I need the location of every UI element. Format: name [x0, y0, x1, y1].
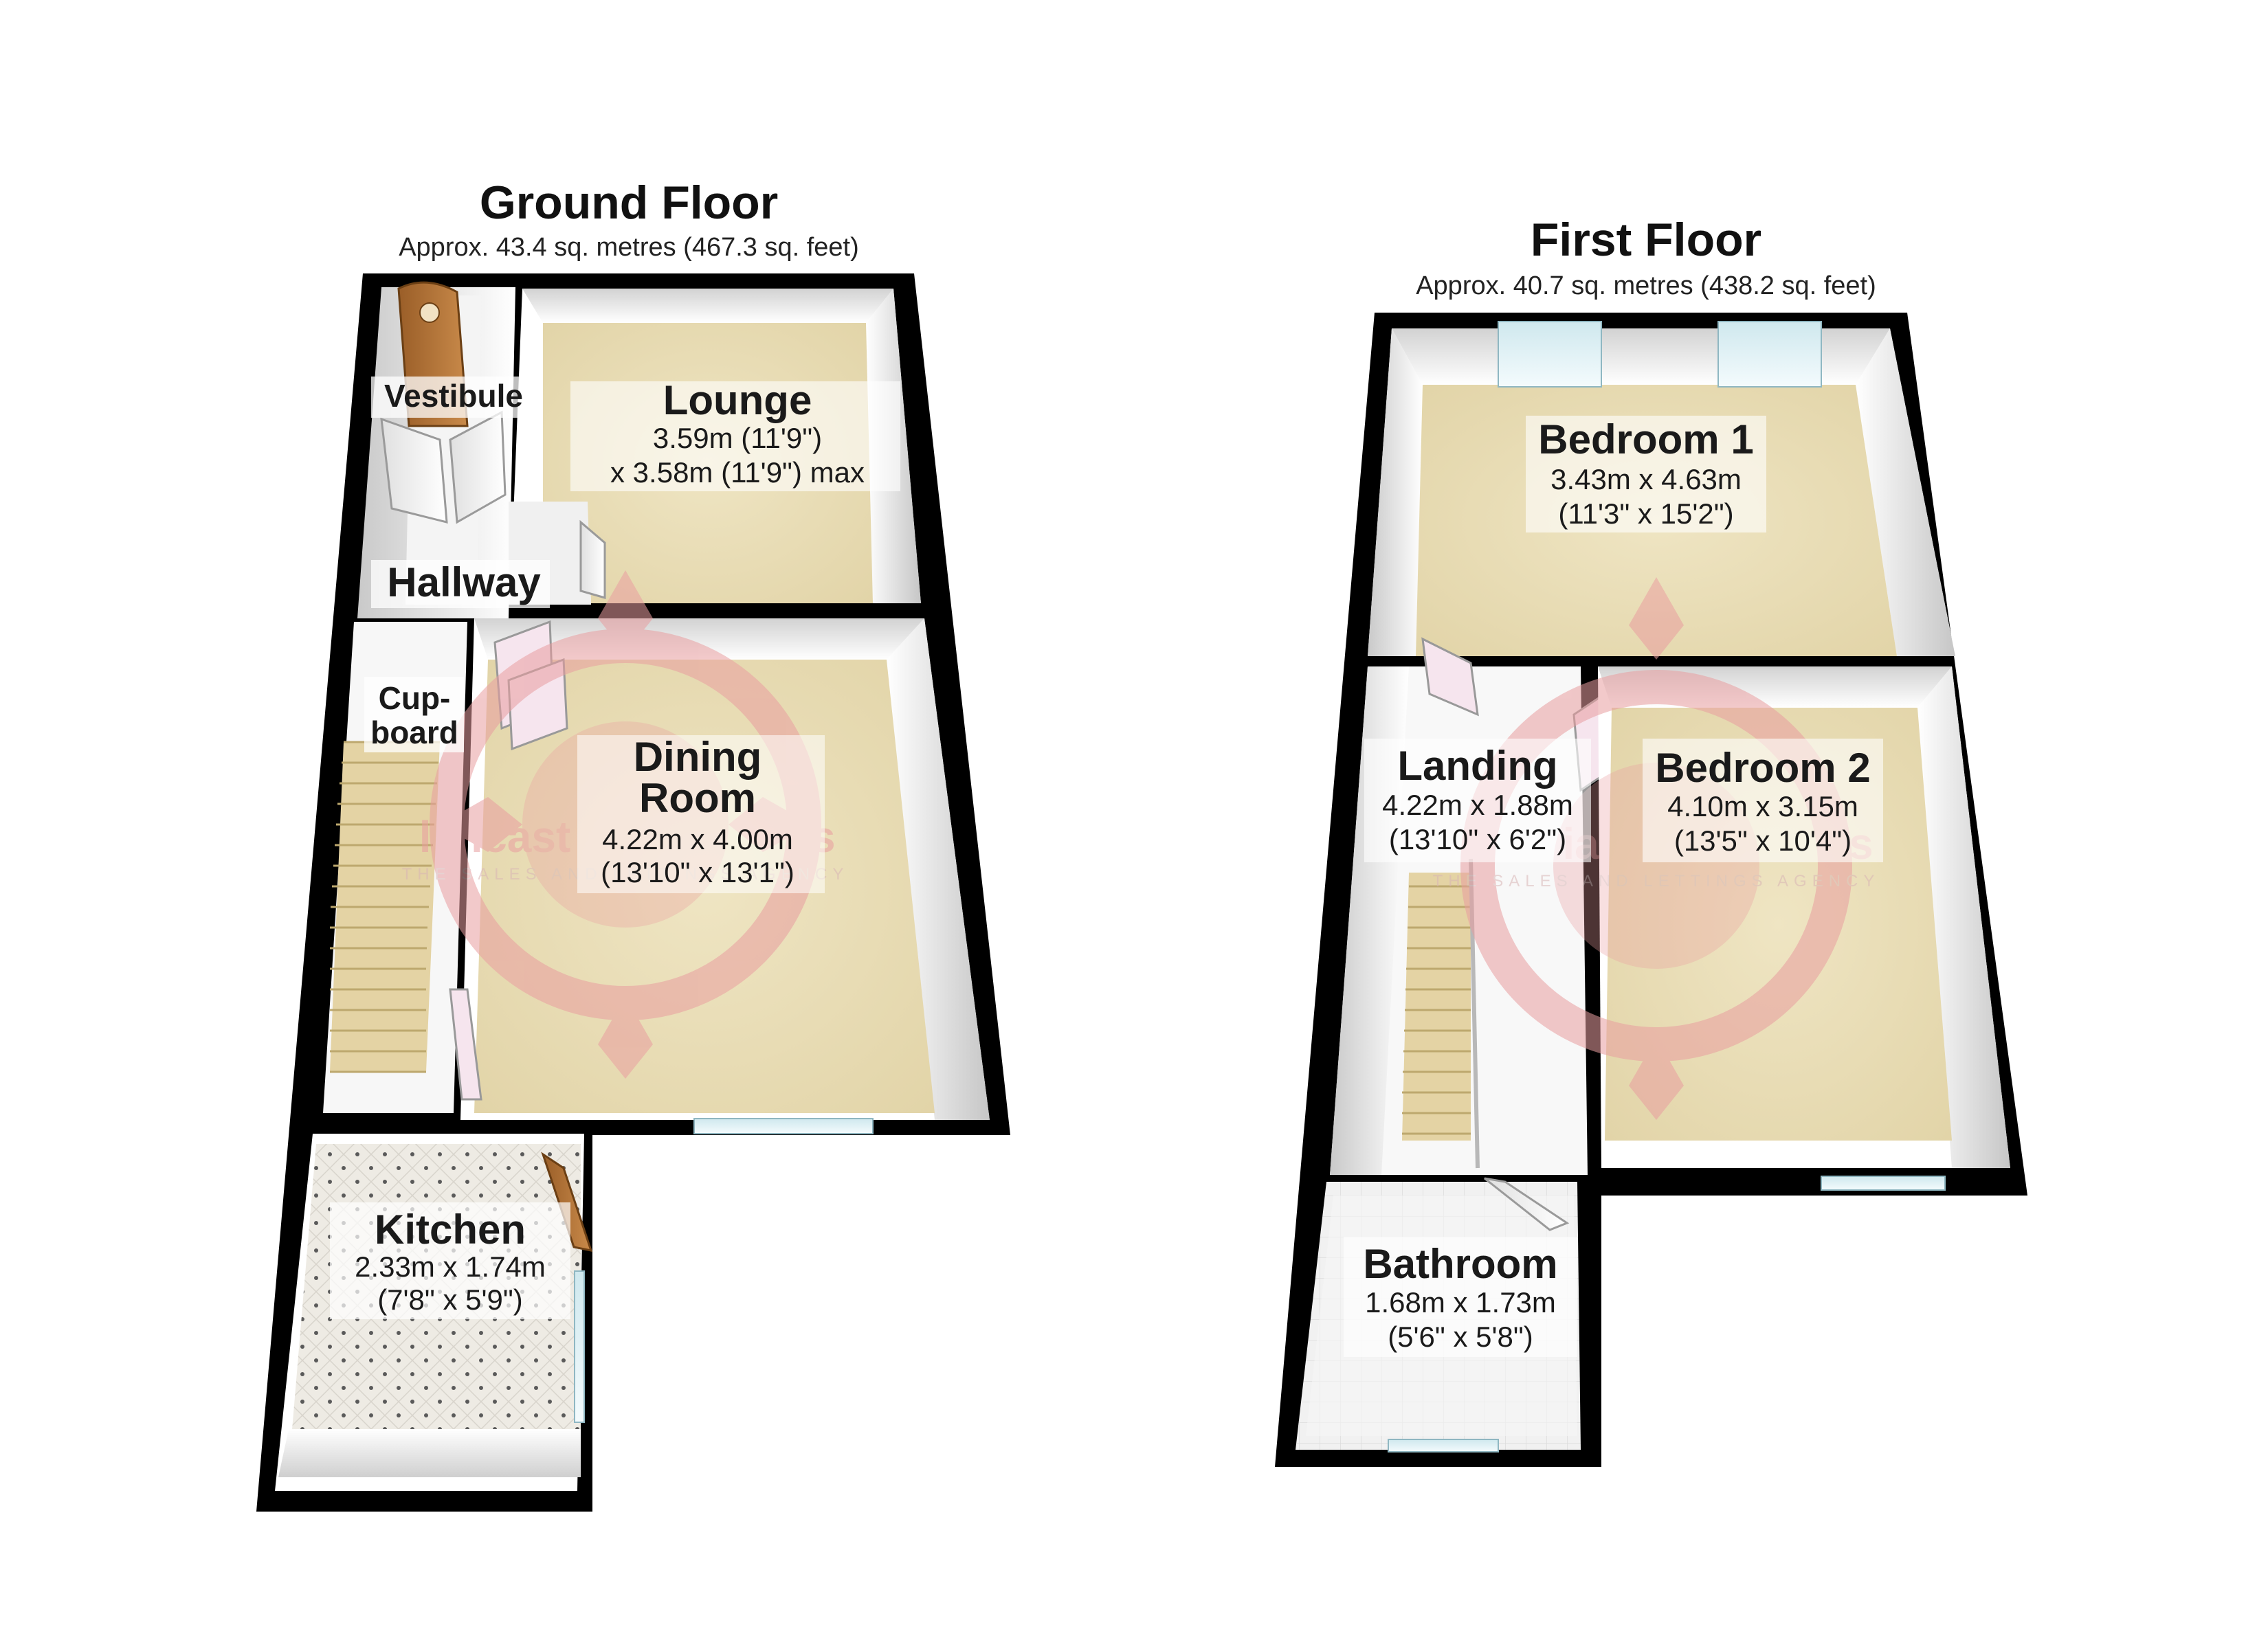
ground-floor-title: Ground Floor [480, 177, 778, 229]
bathroom-dim-2: (5'6" x 5'8") [1388, 1321, 1533, 1353]
bedroom-1-dim-1: 3.43m x 4.63m [1550, 463, 1742, 495]
landing-dim-1: 4.22m x 1.88m [1382, 789, 1573, 821]
bedroom-2-label: Bedroom 2 [1655, 745, 1870, 791]
dining-room-label-line-2: Room [639, 775, 756, 821]
dining-room-dim-1: 4.22m x 4.00m [602, 823, 793, 855]
dining-room-dim-2: (13'10" x 13'1") [601, 856, 794, 888]
first-floor-area: Approx. 40.7 sq. metres (438.2 sq. feet) [1416, 271, 1876, 300]
bedroom-1-door [1421, 637, 1479, 717]
bedroom-2-window [1821, 1176, 1946, 1191]
cupboard-label-line-1: Cup- [379, 680, 451, 716]
vestibule-hallway-area [357, 281, 515, 618]
bathroom-label: Bathroom [1363, 1241, 1557, 1287]
bedroom-1-window-right [1717, 321, 1822, 388]
bedroom-2-dim-1: 4.10m x 3.15m [1667, 790, 1858, 822]
vestibule-label: Vestibule [384, 378, 523, 414]
lounge-label: Lounge [663, 377, 812, 423]
kitchen-dim-2: (7'8" x 5'9") [377, 1283, 523, 1316]
vestibule-door-left [380, 417, 448, 524]
kitchen-side-window [574, 1270, 585, 1423]
first-floor-stairs [1402, 873, 1471, 1141]
cupboard-door [449, 988, 482, 1101]
bathroom-dim-1: 1.68m x 1.73m [1365, 1286, 1556, 1319]
bedroom-1-window-left [1498, 321, 1602, 388]
watermark-tagline-right: THE SALES AND LETTINGS AGENCY [1433, 872, 1880, 890]
hallway-label: Hallway [387, 559, 541, 605]
dining-window [693, 1118, 874, 1134]
lounge-door [579, 519, 606, 599]
bedroom-1-label: Bedroom 1 [1538, 416, 1753, 462]
bedroom-2-dim-2: (13'5" x 10'4") [1674, 824, 1852, 857]
lounge-dim-1: 3.59m (11'9") [653, 422, 822, 454]
lounge-dim-2: x 3.58m (11'9") max [610, 456, 865, 489]
dining-room-label-line-1: Dining [634, 734, 762, 780]
bathroom-window [1388, 1439, 1499, 1452]
kitchen-label: Kitchen [375, 1207, 526, 1253]
vestibule-door-right [449, 410, 507, 524]
kitchen-dim-1: 2.33m x 1.74m [355, 1250, 546, 1283]
ground-floor-area: Approx. 43.4 sq. metres (467.3 sq. feet) [399, 233, 859, 262]
cupboard-label-line-2: board [370, 715, 458, 750]
first-floor-title: First Floor [1531, 214, 1761, 266]
ground-stairs [330, 741, 440, 1073]
bedroom-1-dim-2: (11'3" x 15'2") [1558, 497, 1733, 530]
landing-label: Landing [1397, 743, 1557, 789]
watermark-brand-left: lancast [419, 812, 571, 862]
landing-dim-2: (13'10" x 6'2") [1389, 823, 1566, 855]
bathroom-door [1484, 1177, 1570, 1231]
